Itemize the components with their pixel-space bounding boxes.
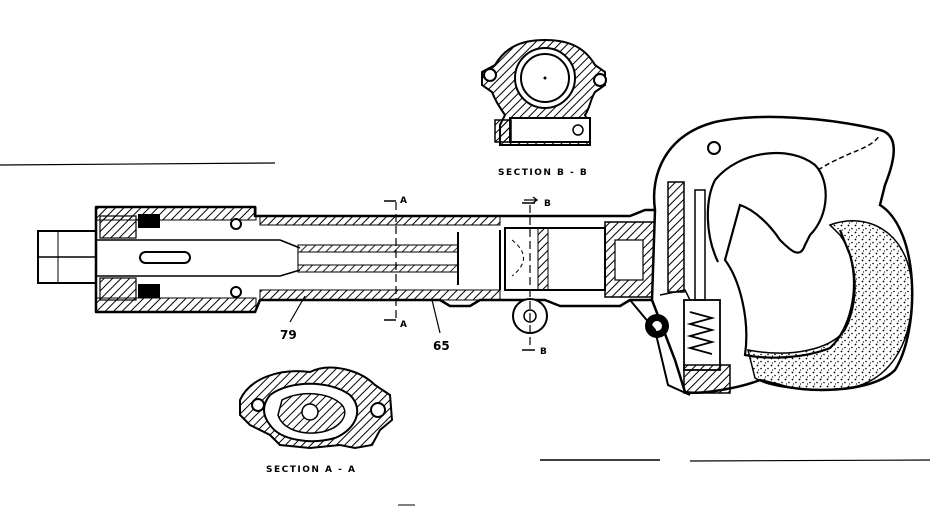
leader-79 — [289, 295, 306, 323]
chisel-shank — [37, 230, 97, 284]
callout-79: 79 — [280, 328, 297, 342]
handle — [629, 115, 914, 396]
section-aa-label: SECTION A - A — [266, 465, 356, 475]
callout-65: 65 — [433, 339, 450, 353]
scan-lines — [0, 162, 931, 506]
section-bb-label: SECTION B - B — [498, 168, 588, 178]
section-a-plane — [384, 200, 397, 321]
section-bb-view — [481, 38, 607, 146]
section-b-plane — [522, 202, 535, 351]
section-mark-a-bottom: A — [400, 320, 407, 330]
section-aa-view — [239, 366, 394, 450]
section-mark-a-top: A — [400, 196, 407, 206]
section-b-arrow — [524, 196, 539, 204]
section-mark-b-bottom: B — [540, 347, 547, 357]
section-mark-b-top: B — [544, 199, 551, 209]
leader-65 — [431, 299, 441, 334]
tool-body — [37, 205, 662, 334]
